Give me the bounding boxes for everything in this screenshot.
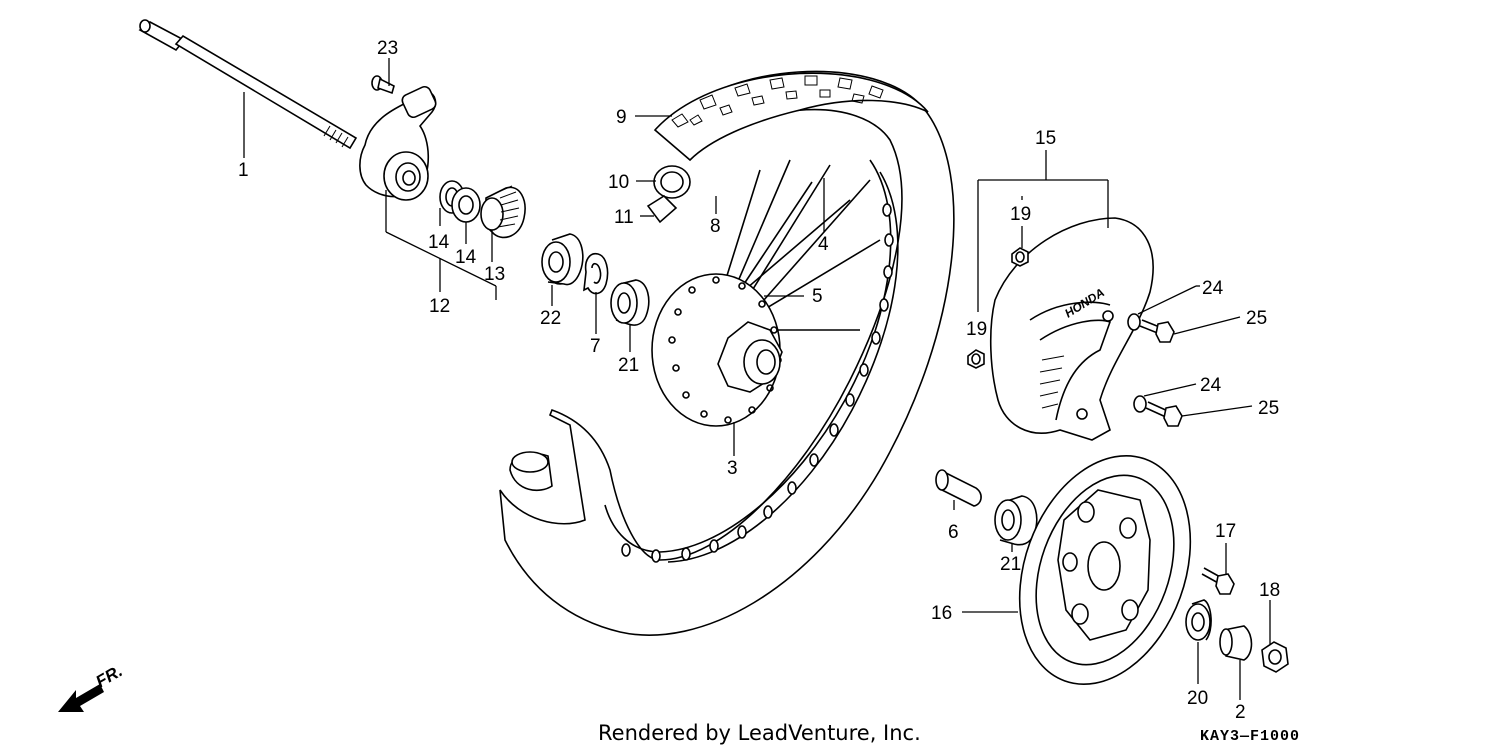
callout-15: 15	[1035, 128, 1056, 149]
callout-10: 10	[608, 172, 629, 193]
footer-credit: Rendered by LeadVenture, Inc.	[598, 721, 921, 745]
arrow-icon	[58, 684, 104, 712]
diagram-code: KAY3—F1000	[1200, 728, 1300, 745]
part-rim-band-11[interactable]	[646, 194, 678, 224]
callout-4: 4	[818, 234, 829, 255]
callout-19a: 19	[1010, 204, 1031, 225]
callout-8: 8	[710, 216, 721, 237]
callout-22: 22	[540, 308, 561, 329]
callout-25a: 25	[1246, 308, 1267, 329]
callout-17: 17	[1215, 521, 1236, 542]
callout-2: 2	[1235, 702, 1246, 723]
part-nut-19a[interactable]	[1011, 247, 1029, 267]
callout-14a: 14	[428, 232, 450, 253]
part-disc-cover-15[interactable]: HONDA	[989, 217, 1154, 441]
callout-5: 5	[812, 286, 823, 307]
callout-13: 13	[484, 264, 505, 285]
callout-20: 20	[1187, 688, 1208, 709]
callout-9: 9	[616, 107, 627, 128]
part-washer-24a[interactable]	[1127, 313, 1141, 331]
part-nut-19b[interactable]	[967, 349, 985, 369]
callout-3: 3	[727, 458, 738, 479]
part-gear-13[interactable]	[480, 185, 526, 239]
part-bolt-17[interactable]	[1201, 567, 1235, 595]
part-nut-18[interactable]	[1261, 641, 1289, 673]
callout-labels: 1 2 3 4 5 6 7 8 9 10 11 12 13 14 14 15 1…	[238, 38, 1280, 723]
callout-1: 1	[238, 160, 249, 181]
part-bolt-25b[interactable]	[1145, 401, 1183, 427]
callout-24a: 24	[1202, 278, 1224, 299]
callout-19b: 19	[966, 319, 987, 340]
callout-23: 23	[377, 38, 398, 59]
part-collar-6[interactable]	[935, 469, 982, 507]
part-screw-23[interactable]	[371, 75, 395, 95]
callout-21b: 21	[1000, 554, 1021, 575]
part-bolt-25a[interactable]	[1139, 319, 1175, 343]
callout-14b: 14	[455, 247, 477, 268]
front-direction-indicator: FR.	[58, 661, 126, 712]
part-retainer-7[interactable]	[583, 252, 609, 295]
leader-lines	[243, 58, 1271, 700]
callout-6: 6	[948, 522, 959, 543]
part-tube-10[interactable]	[653, 165, 691, 199]
part-axle[interactable]	[138, 19, 358, 150]
callout-25b: 25	[1258, 398, 1279, 419]
callout-24b: 24	[1200, 375, 1222, 396]
callout-21a: 21	[618, 355, 639, 376]
part-hub-3[interactable]	[651, 273, 783, 427]
callout-12: 12	[429, 296, 450, 317]
part-tire-9[interactable]	[499, 70, 955, 636]
callout-7: 7	[590, 336, 601, 357]
callout-16: 16	[931, 603, 952, 624]
callout-18: 18	[1259, 580, 1280, 601]
part-bearing-21b[interactable]	[994, 495, 1038, 546]
part-seal-14b[interactable]	[451, 187, 481, 223]
part-washer-24b[interactable]	[1133, 395, 1147, 413]
part-brake-disc-16[interactable]	[989, 432, 1220, 708]
part-collar-2[interactable]	[1219, 625, 1253, 661]
part-rim-8[interactable]	[604, 159, 899, 563]
part-bearing-21a[interactable]	[610, 279, 650, 326]
callout-11: 11	[614, 207, 634, 228]
part-speedometer-gearbox[interactable]	[359, 85, 438, 201]
part-bearing-22[interactable]	[541, 233, 584, 286]
part-seal-20[interactable]	[1185, 599, 1212, 641]
